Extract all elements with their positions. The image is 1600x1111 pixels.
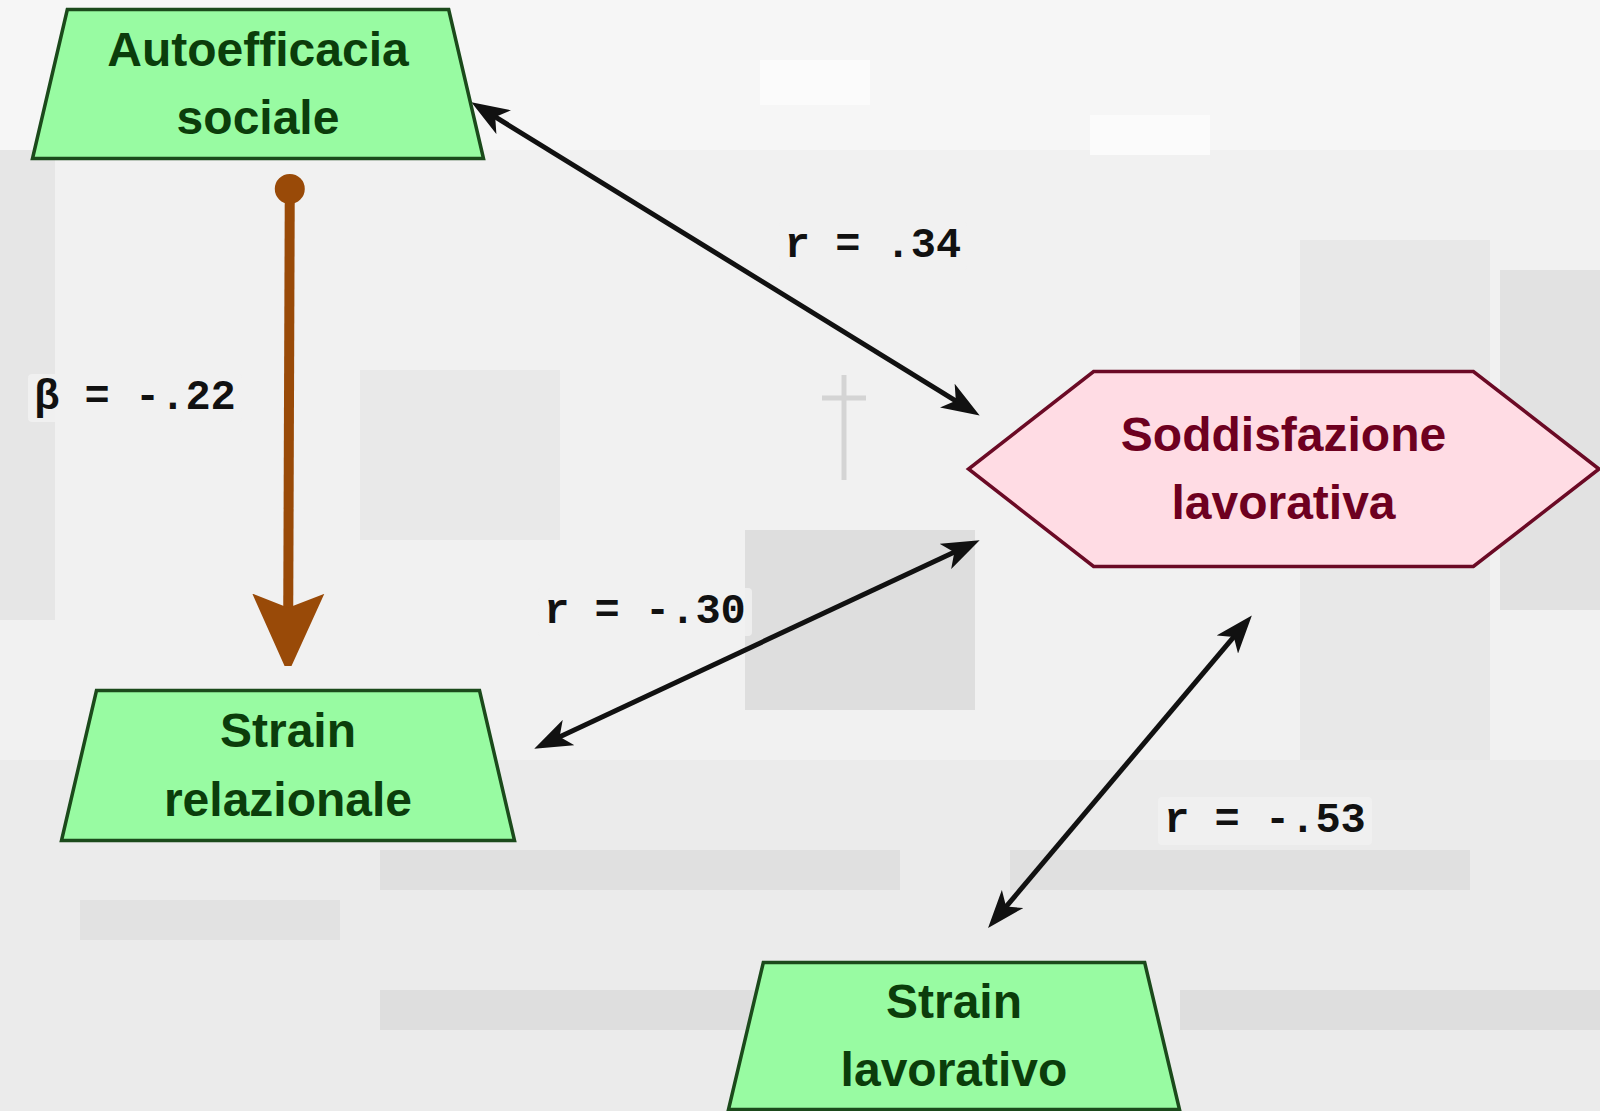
variable-name: Strain lavorativo <box>779 968 1129 1104</box>
beta-coefficient: β = -.22 <box>28 374 242 422</box>
node-body: Strain relazionale <box>60 689 516 842</box>
desk <box>80 900 340 940</box>
regression-arrow <box>288 189 290 652</box>
variable-trapezoid: Strain lavorativo <box>727 961 1181 1111</box>
ceiling-light <box>1090 115 1210 155</box>
wall-poster <box>360 370 560 540</box>
hexagon-outline <box>967 370 1600 568</box>
wall-cross <box>822 396 866 401</box>
shape-polygon <box>62 691 515 841</box>
desk <box>1010 850 1470 890</box>
wall-cross <box>842 375 847 480</box>
variable-name: Soddisfazione lavorativa <box>1109 401 1459 537</box>
correlation-coefficient: r = -.30 <box>538 588 752 636</box>
variable-name: Strain relazionale <box>113 697 463 833</box>
correlation-arrow <box>995 623 1246 920</box>
ceiling-light <box>760 60 870 105</box>
variable-trapezoid: Strain relazionale <box>60 689 516 842</box>
shape-polygon <box>729 963 1180 1110</box>
correlation-arrow <box>543 545 970 745</box>
variable-trapezoid: Autoefficacia sociale <box>31 8 485 160</box>
desk <box>1180 990 1600 1030</box>
correlation-arrow <box>480 107 971 410</box>
correlation-coefficient: r = -.53 <box>1158 797 1372 845</box>
outcome-hexagon: Soddisfazione lavorativa <box>967 370 1600 568</box>
desk <box>380 850 900 890</box>
node-body: Autoefficacia sociale <box>31 8 485 160</box>
shape-polygon <box>33 10 484 159</box>
shape-polygon <box>969 372 1600 567</box>
node-body: Strain lavorativo <box>727 961 1181 1111</box>
node-body: Soddisfazione lavorativa <box>967 370 1600 568</box>
variable-name: Autoefficacia sociale <box>83 16 433 152</box>
correlation-coefficient: r = .34 <box>779 222 967 270</box>
